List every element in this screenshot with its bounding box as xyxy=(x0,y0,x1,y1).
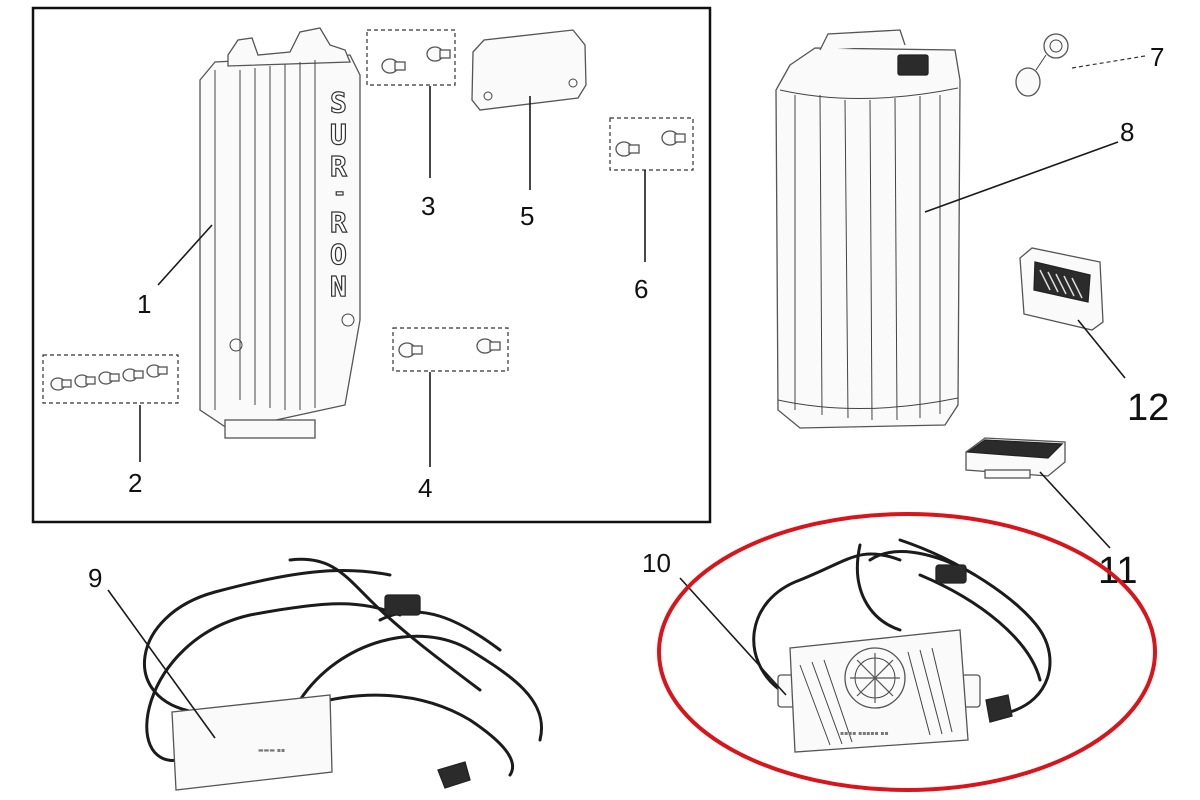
part-3-screw-pair xyxy=(366,29,456,86)
part-10-fan-charger: ▪▪▪▪ ▪▪▪▪▪ ▪▪ xyxy=(752,538,1052,753)
logo-letter: - xyxy=(333,181,346,206)
part-12-module xyxy=(1019,247,1104,331)
part-5-cover-plate xyxy=(471,29,587,111)
callout-1: 1 xyxy=(137,289,151,319)
logo-letter: U xyxy=(330,118,347,151)
callout-7: 7 xyxy=(1150,42,1164,72)
callout-8: 8 xyxy=(1120,117,1134,147)
part-1-controller: S U R - R O N xyxy=(199,27,361,439)
logo-letter: R xyxy=(330,206,347,239)
leader-line-9 xyxy=(107,589,216,739)
controller-logo: S U R - R O N xyxy=(329,85,347,303)
part-8-battery xyxy=(775,29,961,429)
controller-kit-frame xyxy=(31,6,712,524)
callout-6: 6 xyxy=(634,274,648,304)
callout-2: 2 xyxy=(128,468,142,498)
logo-letter: O xyxy=(330,238,347,271)
part-7-cap xyxy=(1015,33,1069,97)
part-4-screw-pair xyxy=(392,327,509,372)
part-11-heatsink xyxy=(965,437,1066,479)
leader-line-12 xyxy=(1077,319,1126,379)
callout-12: 12 xyxy=(1127,387,1169,429)
part-2-bolt-set xyxy=(42,354,179,404)
logo-letter: R xyxy=(330,150,347,183)
callout-10: 10 xyxy=(642,548,671,578)
callout-4: 4 xyxy=(418,473,432,503)
leader-line-1 xyxy=(157,224,213,286)
fan-charger-label-mark: ▪▪▪▪ ▪▪▪▪▪ ▪▪ xyxy=(840,730,889,737)
leader-line-11 xyxy=(1039,471,1111,549)
highlight-ellipse xyxy=(657,512,1157,792)
part-9-charger: ▬▬▬ ▪▪ xyxy=(143,557,543,791)
leader-line-10 xyxy=(679,577,787,696)
callout-9: 9 xyxy=(88,563,102,593)
logo-letter: N xyxy=(330,270,347,303)
callout-3: 3 xyxy=(421,191,435,221)
callout-5: 5 xyxy=(520,201,534,231)
logo-letter: S xyxy=(330,86,347,119)
part-6-screw-pair xyxy=(609,117,694,171)
charger-label-mark: ▬▬▬ ▪▪ xyxy=(258,747,285,754)
leader-line-8 xyxy=(924,141,1119,213)
callout-11: 11 xyxy=(1098,550,1137,592)
leader-line-7 xyxy=(1071,55,1146,69)
